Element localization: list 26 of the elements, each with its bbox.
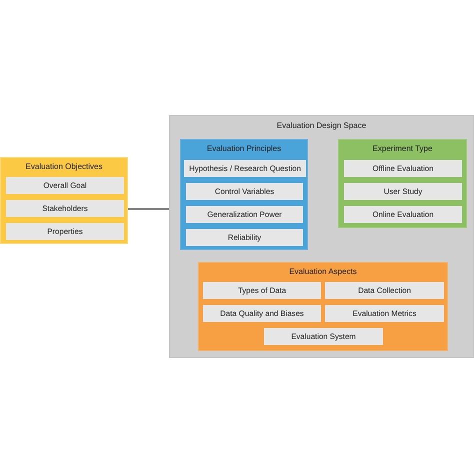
- panel-heading: Evaluation Principles: [206, 144, 282, 153]
- item-box: [344, 183, 462, 200]
- item-box: [186, 183, 303, 200]
- item-box: [6, 223, 124, 240]
- aspects-panel: [198, 262, 448, 351]
- connector-line: [128, 208, 169, 210]
- panel-heading: Evaluation Aspects: [288, 267, 358, 276]
- item-box: [186, 229, 303, 246]
- experiment-panel: [338, 139, 467, 228]
- principles-panel: [180, 139, 308, 250]
- item-box: [344, 160, 462, 177]
- item-box: [344, 206, 462, 223]
- design-space-panel: [169, 115, 474, 358]
- panel-heading: Evaluation Design Space: [276, 121, 368, 130]
- item-box: [186, 206, 303, 223]
- item-box: [184, 160, 306, 177]
- item-box: [6, 200, 124, 217]
- item-box: [6, 177, 124, 194]
- item-box: [203, 282, 321, 299]
- item-box: [325, 282, 444, 299]
- item-box: [264, 328, 383, 345]
- panel-heading: Evaluation Objectives: [24, 162, 104, 171]
- item-box: [325, 305, 444, 322]
- item-box: [203, 305, 321, 322]
- panel-heading: Experiment Type: [372, 144, 434, 153]
- objectives-panel: [0, 157, 128, 244]
